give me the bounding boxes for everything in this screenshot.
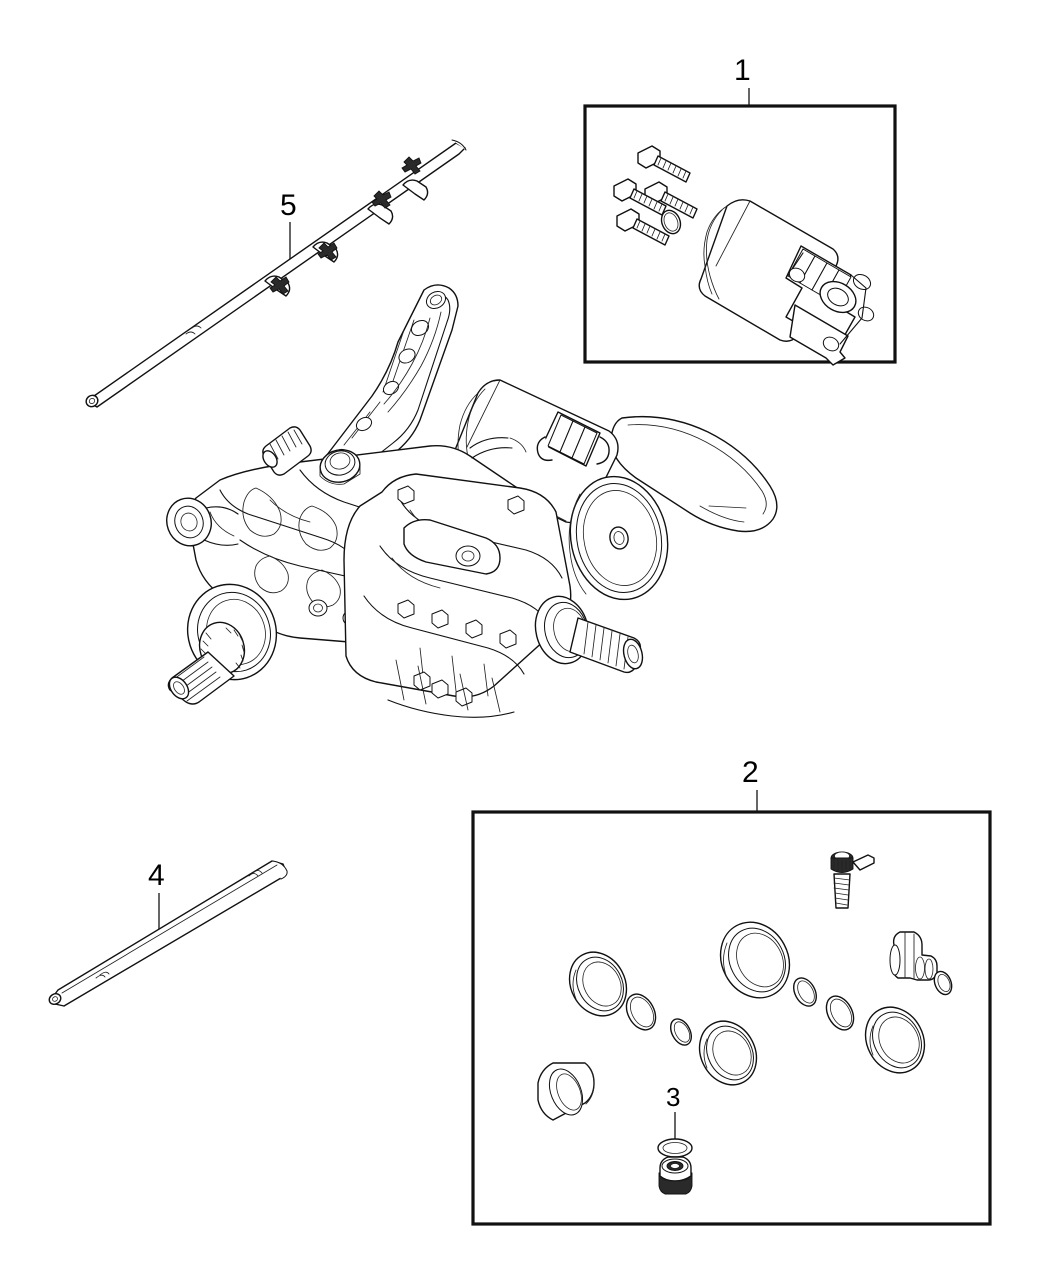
- callout-label-3: 3: [666, 1082, 681, 1112]
- mounting-bracket-arm: [314, 284, 459, 495]
- vent-plug-o-ring: [657, 1138, 693, 1158]
- spacer-sleeve: [537, 1062, 595, 1121]
- vent-hose-assembly: [85, 139, 467, 408]
- pinion-flange-bolt: [830, 851, 875, 909]
- callout-1-box: [583, 104, 897, 364]
- motor-mount-bore: [819, 280, 857, 314]
- bolt-3: [613, 178, 667, 216]
- bolt-1: [637, 145, 691, 183]
- callout-label-4: 4: [148, 859, 165, 892]
- hose-clamp-1: [264, 275, 291, 297]
- left-mounting-bushing: [166, 497, 239, 547]
- bolt-4: [616, 208, 670, 246]
- actuator-motor: [698, 199, 875, 366]
- right-output-shaft: [534, 595, 644, 674]
- hose-clamp-4: [401, 156, 429, 201]
- callout-label-2: 2: [742, 756, 759, 789]
- callout-box-1-group: [583, 88, 897, 364]
- differential-assembly: [166, 284, 778, 718]
- left-pinion-stub: [262, 426, 312, 476]
- center-boss: [403, 518, 501, 575]
- shim-ring-1: [625, 993, 657, 1031]
- shim-ring-2: [825, 995, 855, 1031]
- half-shaft: [48, 860, 288, 1007]
- bearing-cup-4: [864, 1006, 926, 1074]
- vent-plug-group: [657, 1112, 693, 1195]
- vent-plug-body: [658, 1156, 693, 1195]
- motor-mounting-bolts-group: [613, 145, 698, 246]
- washer-right: [933, 970, 953, 996]
- callout-2-box: [471, 810, 992, 1226]
- collapsible-spacer: [889, 931, 938, 981]
- hose-clamp-3: [367, 190, 394, 225]
- seal-kit-group: [537, 851, 953, 1195]
- fill-port-boss: [319, 449, 361, 485]
- bolt-2: [644, 181, 698, 219]
- differential-center-body: [343, 473, 572, 698]
- housing-detail-fasteners: [387, 659, 515, 718]
- bearing-cup-1: [719, 921, 791, 999]
- bearing-cup-2: [568, 951, 628, 1017]
- housing-tube-details: [469, 437, 527, 459]
- callout-label-1: 1: [734, 54, 751, 87]
- left-output-shaft: [167, 583, 278, 705]
- o-ring-small-1: [669, 1018, 693, 1046]
- motor-o-ring: [660, 209, 682, 235]
- bearing-cup-3: [698, 1020, 758, 1086]
- motor-coupler: [536, 411, 610, 467]
- o-ring-small-2: [793, 977, 817, 1007]
- hose-clamp-2: [312, 241, 339, 263]
- differential-bell-cover: [568, 475, 669, 601]
- callout-box-2-group: [471, 790, 992, 1226]
- callout-label-5: 5: [280, 189, 297, 222]
